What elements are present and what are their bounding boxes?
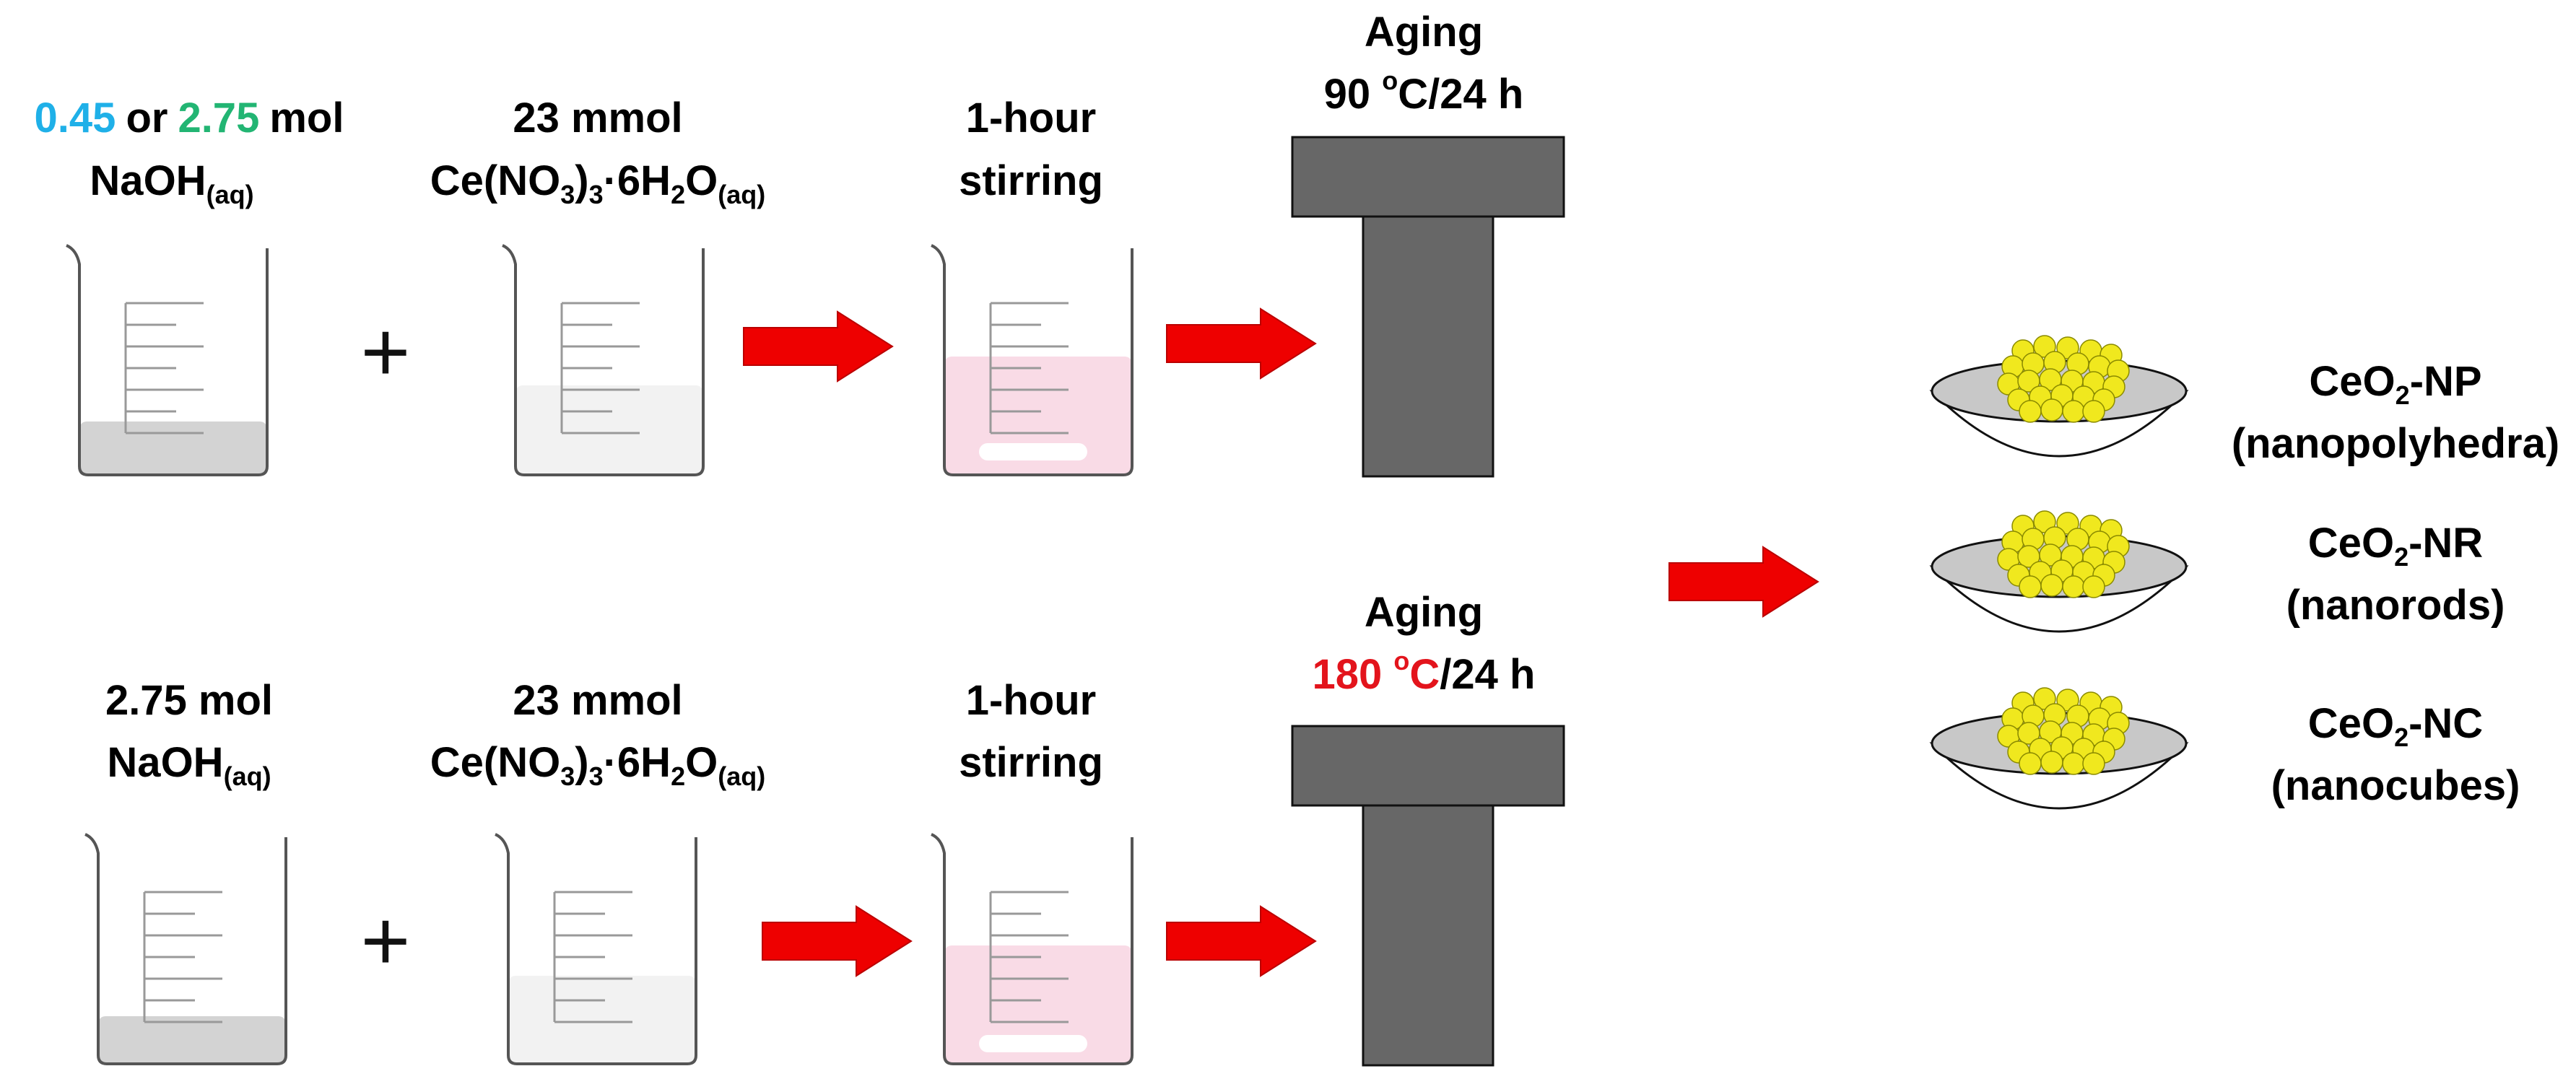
products: CeO2-NP (nanopolyhedra) CeO2-NR (nanorod…	[1929, 335, 2559, 810]
product-nr-desc: (nanorods)	[2286, 582, 2505, 629]
row2-stir-line1: 1-hour	[966, 677, 1096, 724]
row2-aging-label: Aging	[1365, 589, 1483, 636]
row2-stir-bar	[979, 1035, 1087, 1052]
row2-naoh-beaker	[84, 833, 287, 1065]
row1-aging-condition: 90 oC/24 h	[1324, 66, 1524, 118]
row1-naoh-beaker	[65, 244, 269, 476]
row1-naoh-formula: NaOH(aq)	[90, 157, 253, 209]
product-dish-nr	[1929, 510, 2189, 633]
row1-aging-label: Aging	[1365, 9, 1483, 56]
nanoparticle	[2019, 575, 2042, 598]
row2-autoclave-reactor	[1291, 725, 1565, 1067]
product-nc-desc: (nanocubes)	[2271, 762, 2520, 809]
nanoparticle	[2019, 400, 2042, 423]
row2-arrow-1	[762, 906, 912, 977]
row1-stirring-beaker	[930, 244, 1133, 476]
product-np-name: CeO2-NP	[2309, 358, 2481, 410]
nanoparticle	[2062, 575, 2085, 598]
row2-cerium-formula: Ce(NO3)3·6H2O(aq)	[430, 739, 765, 791]
nanoparticle	[2062, 400, 2085, 423]
row2-aging-duration: /24 h	[1440, 651, 1535, 698]
nanoparticle	[2082, 575, 2105, 598]
row1-autoclave-reactor	[1291, 136, 1565, 478]
row2-aging-condition: 180 oC/24 h	[1313, 646, 1536, 698]
row2-stirring-beaker	[930, 833, 1133, 1065]
nanoparticle	[2062, 752, 2085, 775]
nanoparticle	[2019, 752, 2042, 775]
row2-naoh-amount: 2.75 mol	[105, 677, 273, 724]
nanoparticle	[2040, 751, 2063, 774]
row2: 2.75 mol NaOH(aq) + 23 mmol Ce(NO3)3·6H2…	[84, 589, 1565, 1067]
product-dish-np	[1929, 335, 2189, 458]
nanoparticle	[2040, 574, 2063, 597]
product-dish-nc	[1929, 687, 2189, 810]
product-np-desc: (nanopolyhedra)	[2232, 420, 2559, 467]
row2-arrow-2	[1166, 906, 1316, 977]
row1-stir-line2: stirring	[959, 157, 1103, 204]
nanoparticle	[2082, 752, 2105, 775]
row1-arrow-1	[743, 311, 893, 382]
row1-cerium-amount: 23 mmol	[513, 95, 682, 141]
row1-cerium-formula: Ce(NO3)3·6H2O(aq)	[430, 157, 765, 209]
row2-plus-sign: +	[361, 894, 411, 989]
row1-stir-line1: 1-hour	[966, 95, 1096, 141]
row1-cerium-beaker	[501, 244, 705, 476]
row1-arrow-2	[1166, 308, 1316, 379]
nanoparticle	[2082, 400, 2105, 423]
row2-stir-line2: stirring	[959, 739, 1103, 786]
row1-plus-sign: +	[361, 305, 411, 400]
product-nc-name: CeO2-NC	[2308, 700, 2483, 752]
row2-cerium-beaker	[494, 833, 697, 1065]
nanoparticle	[2040, 398, 2063, 421]
row2-naoh-formula: NaOH(aq)	[107, 739, 271, 791]
row1-stir-bar	[979, 443, 1087, 460]
row2-cerium-amount: 23 mmol	[513, 677, 682, 724]
arrow-to-products	[1668, 546, 1819, 617]
product-nr-name: CeO2-NR	[2308, 520, 2483, 572]
